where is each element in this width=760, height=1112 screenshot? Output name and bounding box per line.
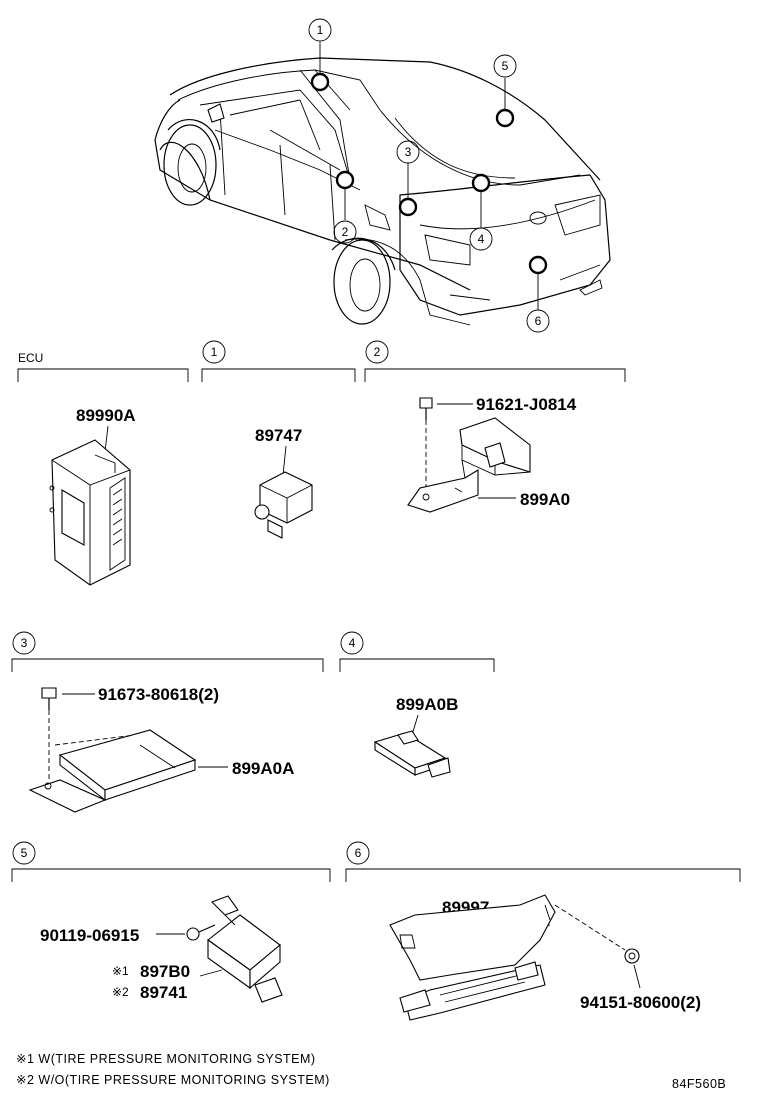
part-number-89741: 89741 [140, 983, 187, 1002]
callout-number-5: 5 [502, 59, 509, 73]
tpms-receiver-drawing [207, 895, 283, 1003]
mark-note-2: ※2 [112, 985, 129, 999]
antenna-bracket-drawing [389, 894, 556, 1021]
figure-id: 84F560B [672, 1077, 726, 1091]
footnote-1: ※1 W(TIRE PRESSURE MONITORING SYSTEM) [16, 1052, 316, 1066]
section-title-ecu: ECU [18, 351, 43, 365]
section-5: 5 90119-06915 ※1 897B0 ※2 89741 [11, 841, 331, 1003]
part-number-90119-06915: 90119-06915 [40, 926, 139, 945]
section-bracket-2 [364, 368, 626, 382]
locator-dot-5 [495, 108, 515, 128]
callout-number-6: 6 [535, 314, 542, 328]
section-3: 3 91673-80618(2) 899A0A [11, 631, 324, 813]
locator-dot-6 [528, 255, 548, 275]
section-2: 2 91621-J0814 899A0 [364, 340, 626, 513]
sensor-bracket-drawing [407, 417, 531, 513]
vehicle-callouts: 1 2 3 4 5 6 [308, 18, 550, 333]
section-6: 6 89997 94151-80600(2) [345, 841, 741, 1021]
section-bracket-3 [11, 658, 324, 672]
callout-number-4: 4 [478, 232, 485, 246]
part-number-94151-80600: 94151-80600(2) [580, 993, 701, 1012]
callout-circle-5 [493, 54, 517, 78]
callout-number-3: 3 [405, 145, 412, 159]
section-bracket-ecu [17, 368, 189, 382]
part-number-899A0A: 899A0A [232, 759, 294, 778]
callout-number-1: 1 [317, 23, 324, 37]
part-number-897B0: 897B0 [140, 962, 190, 981]
footnotes: ※1 W(TIRE PRESSURE MONITORING SYSTEM) ※2… [16, 1052, 726, 1091]
callout-circle-3 [396, 140, 420, 164]
section-label-6: 6 [355, 846, 362, 860]
callout-circle-4 [469, 227, 493, 251]
relay-drawing [254, 471, 313, 539]
locator-dot-4 [471, 173, 491, 193]
section-label-4: 4 [349, 636, 356, 650]
section-bracket-1 [201, 368, 356, 382]
vehicle-illustration [154, 57, 611, 326]
bolt-drawing-5 [186, 924, 216, 941]
part-number-91673-80618: 91673-80618(2) [98, 685, 219, 704]
part-number-899A0B: 899A0B [396, 695, 458, 714]
callout-number-2: 2 [342, 225, 349, 239]
part-number-899A0: 899A0 [520, 490, 570, 509]
locator-dot-3 [398, 197, 418, 217]
section-label-3: 3 [21, 636, 28, 650]
footnote-2: ※2 W/O(TIRE PRESSURE MONITORING SYSTEM) [16, 1073, 330, 1087]
callout-circle-6 [526, 309, 550, 333]
sensor-drawing-4 [373, 730, 451, 778]
section-4: 4 899A0B [339, 631, 495, 778]
part-number-89747: 89747 [255, 426, 302, 445]
nut-drawing [624, 948, 640, 964]
mark-note-1: ※1 [112, 964, 129, 978]
locator-dot-1 [310, 72, 330, 92]
callout-circle-1 [308, 18, 332, 42]
part-number-89990A: 89990A [76, 406, 136, 425]
section-bracket-4 [339, 658, 495, 672]
section-ecu: ECU 89990A [17, 351, 189, 586]
sensor-module-drawing-3 [28, 729, 197, 813]
bolt-drawing-3 [41, 687, 57, 710]
section-label-1: 1 [211, 345, 218, 359]
section-bracket-6 [345, 868, 741, 882]
section-label-2: 2 [374, 345, 381, 359]
bolt-drawing [419, 397, 433, 420]
locator-dot-2 [335, 170, 355, 190]
ecu-module-drawing [49, 439, 131, 586]
callout-circle-2 [333, 220, 357, 244]
section-1: 1 89747 [201, 340, 356, 539]
section-bracket-5 [11, 868, 331, 882]
part-number-91621-J0814: 91621-J0814 [476, 395, 577, 414]
section-label-5: 5 [21, 846, 28, 860]
